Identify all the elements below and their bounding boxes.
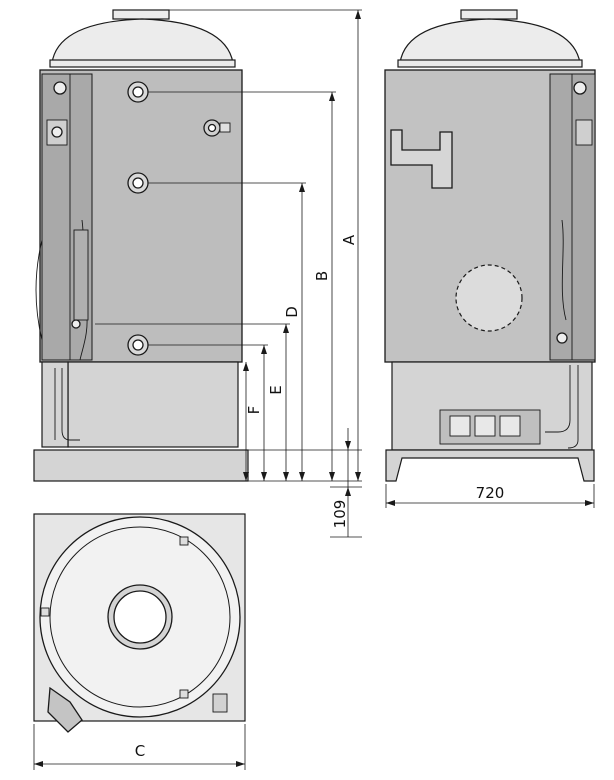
side-view: [384, 9, 596, 482]
front-side-bracket: [73, 229, 89, 321]
front-control-knob: [51, 126, 63, 138]
front-lower-piping: [54, 368, 80, 441]
dim-label-c: C: [135, 742, 145, 760]
front-thermometer-fitting: [203, 119, 231, 137]
front-flue-collar: [112, 9, 170, 20]
top-inner-ring: [49, 526, 231, 708]
side-flue-collar: [460, 9, 518, 20]
dim-label-f: F: [245, 406, 263, 415]
side-dome: [399, 18, 581, 64]
dim-label-a: A: [340, 234, 358, 245]
side-lower-piping: [545, 365, 579, 449]
dim-label-e: E: [267, 385, 285, 394]
side-handle: [390, 129, 453, 189]
top-fitting-1: [179, 536, 189, 546]
front-top-fitting: [53, 81, 67, 95]
side-right-panel: [549, 73, 596, 361]
front-dimensions: [95, 9, 362, 538]
dim-label-b: B: [313, 271, 331, 281]
top-view: [33, 513, 246, 733]
front-dome: [51, 18, 234, 64]
side-top-fitting: [573, 81, 587, 95]
side-legs: [385, 449, 595, 482]
front-side-curve: [35, 239, 43, 341]
dim-label-base-height: 109: [331, 500, 349, 529]
front-dome-rim: [49, 59, 236, 68]
top-side-fitting: [212, 693, 228, 713]
top-gas-valve: [47, 686, 83, 733]
top-c-dimension: [33, 724, 246, 770]
side-gas-pipe: [561, 219, 567, 321]
side-small-fitting: [556, 332, 568, 344]
front-plinth: [33, 449, 249, 482]
front-view: [33, 9, 249, 482]
side-control-box: [575, 119, 593, 146]
dim-label-width: 720: [476, 484, 505, 502]
front-connection-b: [127, 172, 149, 194]
front-connection-a: [127, 81, 149, 103]
front-small-fitting-e: [71, 319, 81, 329]
top-flue-inner: [113, 590, 167, 644]
front-lower-section: [67, 361, 239, 448]
dim-label-d: D: [283, 306, 301, 318]
side-dome-rim: [397, 59, 583, 68]
top-fitting-3: [179, 689, 189, 699]
side-inspection-port: [455, 264, 523, 332]
front-connection-d: [127, 334, 149, 356]
top-fitting-2: [40, 607, 50, 617]
side-width-dimension: [385, 484, 595, 508]
